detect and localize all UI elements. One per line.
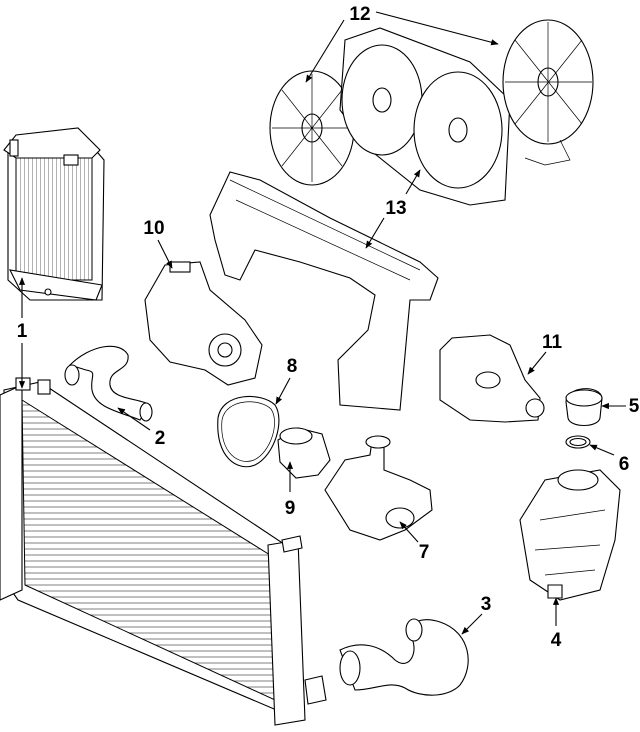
callout-line-13a [405,169,421,195]
callout-line-2 [117,407,151,431]
callout-label-8: 8 [287,356,298,377]
callout-lines [18,11,626,635]
callout-label-2: 2 [155,428,166,449]
callout-label-12: 12 [349,4,370,25]
cooling-fan-left [269,70,355,186]
coolant-expansion-tank [519,469,621,601]
fan-shroud-double [339,27,511,206]
callout-line-10 [157,239,173,269]
cooling-fan-right [502,19,594,166]
callout-label-4: 4 [551,630,562,651]
thermostat-housing [324,435,433,541]
radiator-support-frame [209,171,439,411]
callout-label-10: 10 [143,218,164,239]
auxiliary-radiator [3,127,105,301]
callout-line-7 [399,521,419,543]
callout-line-8 [275,377,291,405]
callout-line-13b [365,217,385,249]
callout-label-1: 1 [17,321,28,342]
callout-label-11: 11 [542,332,563,353]
callout-label-6: 6 [619,454,630,475]
callout-label-3: 3 [481,594,492,615]
cap-seal-ring [565,435,591,449]
callout-line-11 [527,351,547,375]
thermostat-gasket [217,395,280,468]
callout-line-3 [461,613,483,635]
callout-line-12a [305,19,345,83]
callout-labels: 1 2 3 4 5 6 7 8 9 10 11 12 13 [17,4,640,651]
callout-label-9: 9 [285,498,296,519]
water-pump-assembly [144,261,263,386]
auxiliary-water-pump [439,334,545,423]
callout-label-13: 13 [385,198,406,219]
reservoir-cap [565,388,603,427]
radiator-hose-upper [64,345,153,422]
callout-line-6 [589,444,615,456]
callout-line-12b [375,11,499,46]
radiator-hose-lower [339,618,469,696]
main-radiator [0,377,327,726]
callout-label-5: 5 [629,396,640,417]
callout-label-7: 7 [419,542,430,563]
thermostat [277,427,331,479]
